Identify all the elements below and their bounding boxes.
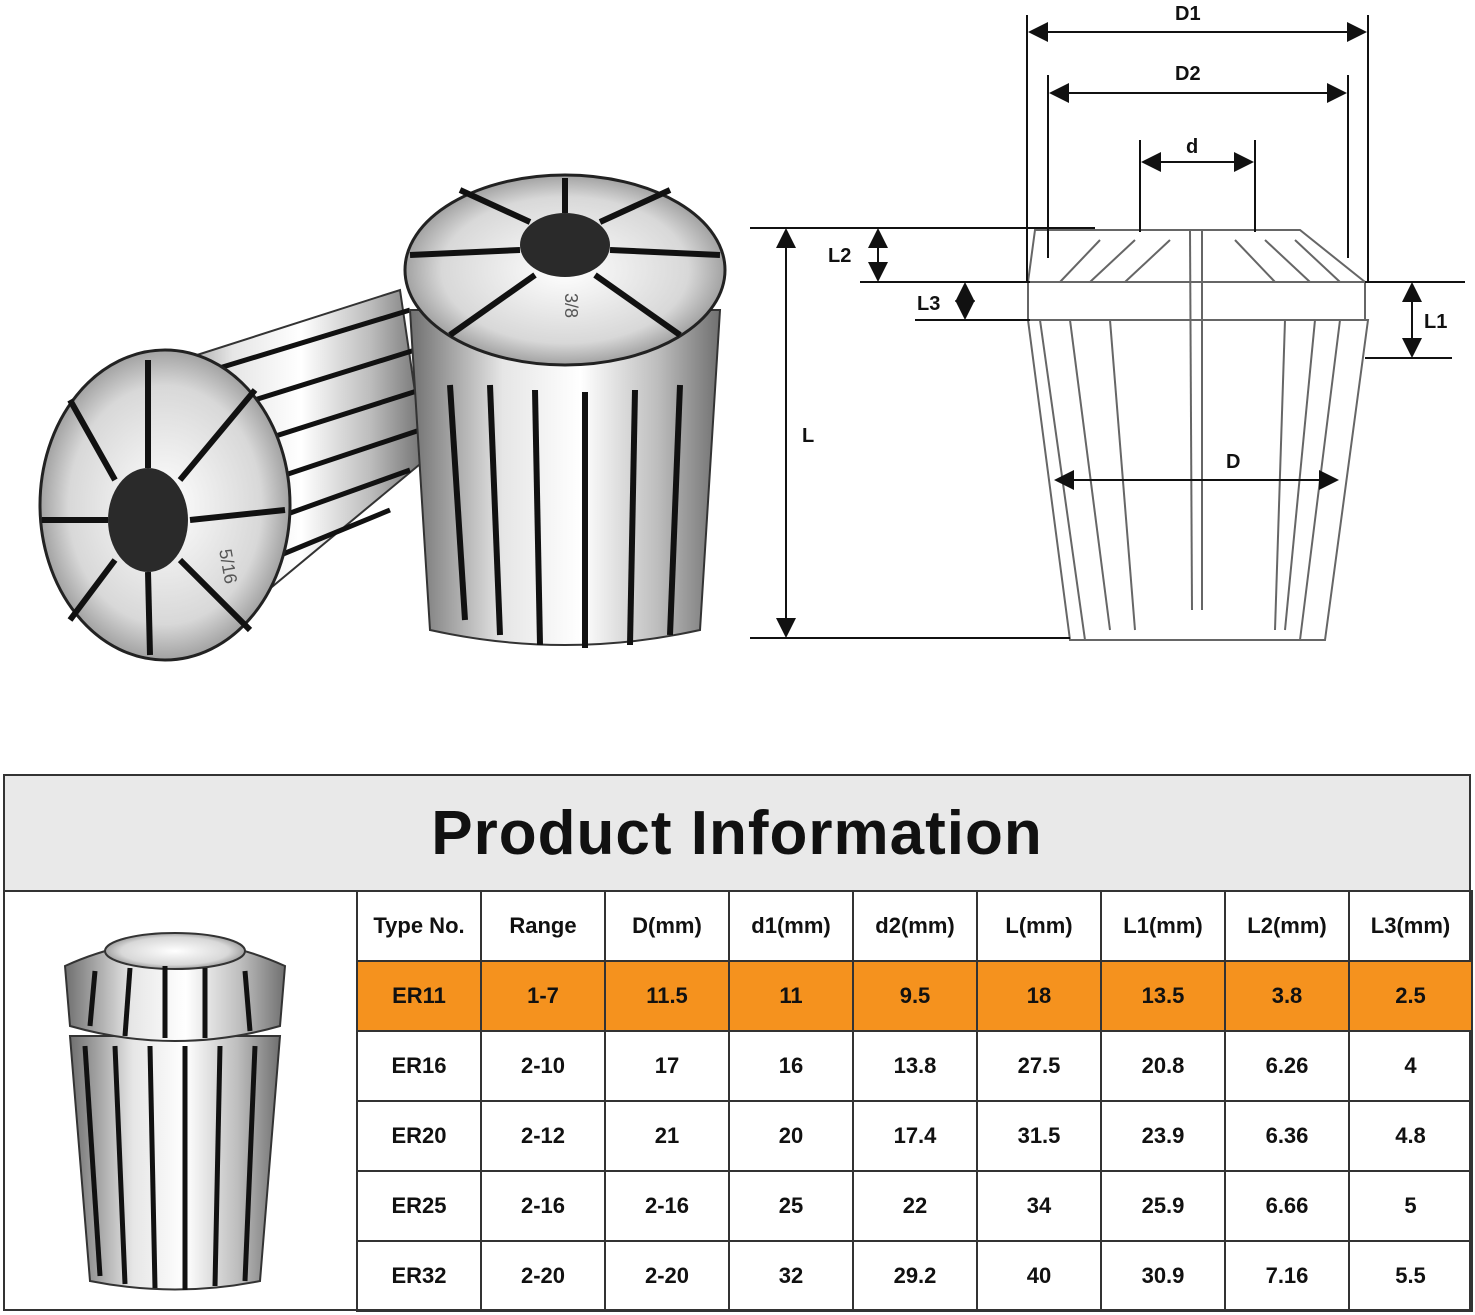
table-cell: 32 bbox=[728, 1240, 854, 1312]
spec-table-header-row: Type No. Range D(mm) d1(mm) d2(mm) L(mm)… bbox=[356, 890, 1473, 962]
table-cell: 2-12 bbox=[480, 1100, 606, 1172]
table-cell: 18 bbox=[976, 960, 1102, 1032]
table-cell: 2-10 bbox=[480, 1030, 606, 1102]
table-cell: 27.5 bbox=[976, 1030, 1102, 1102]
table-cell: 21 bbox=[604, 1100, 730, 1172]
table-cell: 7.16 bbox=[1224, 1240, 1350, 1312]
table-row: ER16 2-10 17 16 13.8 27.5 20.8 6.26 4 bbox=[356, 1030, 1473, 1102]
table-cell: 17 bbox=[604, 1030, 730, 1102]
right-collet-marking: 3/8 bbox=[561, 293, 581, 318]
header-l1: L1(mm) bbox=[1100, 890, 1226, 962]
label-D2: D2 bbox=[1175, 63, 1201, 85]
header-d1: d1(mm) bbox=[728, 890, 854, 962]
product-info-panel: Product Information Typ bbox=[3, 774, 1473, 1312]
table-cell: 2-20 bbox=[480, 1240, 606, 1312]
table-row: ER11 1-7 11.5 11 9.5 18 13.5 3.8 2.5 bbox=[356, 960, 1473, 1032]
label-L3: L3 bbox=[917, 293, 940, 315]
table-cell: 6.26 bbox=[1224, 1030, 1350, 1102]
label-L1: L1 bbox=[1424, 311, 1447, 333]
table-cell: ER16 bbox=[356, 1030, 482, 1102]
label-D: D bbox=[1226, 451, 1240, 473]
table-cell: 34 bbox=[976, 1170, 1102, 1242]
header-d: D(mm) bbox=[604, 890, 730, 962]
label-D1: D1 bbox=[1175, 3, 1201, 25]
header-l2: L2(mm) bbox=[1224, 890, 1350, 962]
spec-table: Type No. Range D(mm) d1(mm) d2(mm) L(mm)… bbox=[356, 890, 1473, 1312]
table-cell: 29.2 bbox=[852, 1240, 978, 1312]
table-cell: 3.8 bbox=[1224, 960, 1350, 1032]
table-cell: 20 bbox=[728, 1100, 854, 1172]
table-cell: ER11 bbox=[356, 960, 482, 1032]
table-cell: 30.9 bbox=[1100, 1240, 1226, 1312]
table-cell: 20.8 bbox=[1100, 1030, 1226, 1102]
header-d2: d2(mm) bbox=[852, 890, 978, 962]
table-cell: 25 bbox=[728, 1170, 854, 1242]
table-cell: 25.9 bbox=[1100, 1170, 1226, 1242]
table-cell: 16 bbox=[728, 1030, 854, 1102]
table-cell: 9.5 bbox=[852, 960, 978, 1032]
header-l: L(mm) bbox=[976, 890, 1102, 962]
table-cell: 6.36 bbox=[1224, 1100, 1350, 1172]
label-L: L bbox=[802, 425, 814, 447]
collets-photo: 5/16 3/8 bbox=[38, 173, 727, 662]
table-cell: 4 bbox=[1348, 1030, 1473, 1102]
header-type-no: Type No. bbox=[356, 890, 482, 962]
table-cell: 2-16 bbox=[480, 1170, 606, 1242]
right-collet: 3/8 bbox=[403, 173, 727, 648]
table-cell: 22 bbox=[852, 1170, 978, 1242]
table-cell: 4.8 bbox=[1348, 1100, 1473, 1172]
label-L2: L2 bbox=[828, 245, 851, 267]
table-cell: 31.5 bbox=[976, 1100, 1102, 1172]
table-cell: ER25 bbox=[356, 1170, 482, 1242]
table-row: ER20 2-12 21 20 17.4 31.5 23.9 6.36 4.8 bbox=[356, 1100, 1473, 1172]
dimension-diagram: D1 D2 d L2 L3 L1 L D bbox=[750, 3, 1465, 641]
table-cell: 13.5 bbox=[1100, 960, 1226, 1032]
header-range: Range bbox=[480, 890, 606, 962]
table-cell: 23.9 bbox=[1100, 1100, 1226, 1172]
table-cell: 5.5 bbox=[1348, 1240, 1473, 1312]
header-l3: L3(mm) bbox=[1348, 890, 1473, 962]
table-cell: 6.66 bbox=[1224, 1170, 1350, 1242]
table-cell: 13.8 bbox=[852, 1030, 978, 1102]
table-cell: ER20 bbox=[356, 1100, 482, 1172]
table-row: ER25 2-16 2-16 25 22 34 25.9 6.66 5 bbox=[356, 1170, 1473, 1242]
collet-outline bbox=[1026, 229, 1370, 641]
table-cell: 11.5 bbox=[604, 960, 730, 1032]
table-cell: 2-16 bbox=[604, 1170, 730, 1242]
product-info-title: Product Information bbox=[431, 798, 1043, 868]
table-cell: 1-7 bbox=[480, 960, 606, 1032]
table-row: ER32 2-20 2-20 32 29.2 40 30.9 7.16 5.5 bbox=[356, 1240, 1473, 1312]
label-d: d bbox=[1186, 136, 1198, 158]
table-cell: 2.5 bbox=[1348, 960, 1473, 1032]
table-cell: 5 bbox=[1348, 1170, 1473, 1242]
table-cell: 2-20 bbox=[604, 1240, 730, 1312]
collet-thumbnail bbox=[63, 932, 287, 1291]
table-cell: ER32 bbox=[356, 1240, 482, 1312]
product-info-header: Product Information bbox=[5, 776, 1469, 892]
table-cell: 40 bbox=[976, 1240, 1102, 1312]
table-cell: 17.4 bbox=[852, 1100, 978, 1172]
left-collet: 5/16 bbox=[38, 288, 427, 662]
table-cell: 11 bbox=[728, 960, 854, 1032]
